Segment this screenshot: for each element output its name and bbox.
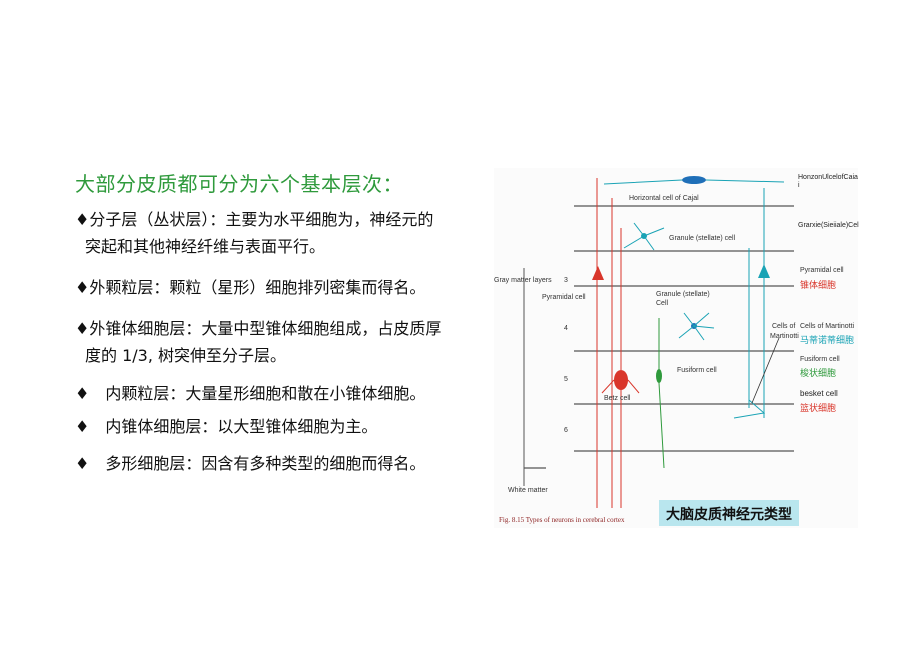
layer-item-text-cont: 突起和其他神经纤维与表面平行。 <box>85 237 326 256</box>
legend-basket: besket cell <box>800 389 838 398</box>
layer-item-external-granular: ♦外颗粒层：颗粒（星形）细胞排列密集而得名。 <box>75 274 425 301</box>
martinotti-axon <box>748 188 765 418</box>
layer-item-text: ♦ 内锥体细胞层：以大型锥体细胞为主。 <box>75 417 378 436</box>
horizontal-cell-body <box>682 176 706 184</box>
layer-item-text: ♦外锥体细胞层：大量中型锥体细胞组成，占皮质厚 <box>75 319 442 338</box>
label-gray-matter: Gray matter layers <box>494 277 552 284</box>
label-granule-mid-1: Granule (stellate) <box>656 291 710 298</box>
betz-cell-processes <box>601 228 640 508</box>
martinotti-processes <box>733 399 766 419</box>
layer-label-3: 3 <box>564 277 568 284</box>
granule-cell-processes <box>678 312 715 341</box>
page-title: 大部分皮质都可分为六个基本层次： <box>75 172 403 196</box>
label-pyramidal-left: Pyramidal cell <box>542 294 586 301</box>
side-note-1: HonzonUlcelofCaia i <box>798 174 858 190</box>
cortex-diagram: Horizontal cell of Cajal Granule (stella… <box>494 176 855 526</box>
fusiform-cell-processes <box>658 318 665 469</box>
layer-lines <box>524 205 794 469</box>
banner-title: 大脑皮质神经元类型 <box>666 506 792 523</box>
label-granule-mid-2: Cell <box>656 300 669 307</box>
layer-item-internal-pyramidal: ♦ 内锥体细胞层：以大型锥体细胞为主。 <box>75 413 377 440</box>
layer-item-text: ♦外颗粒层：颗粒（星形）细胞排列密集而得名。 <box>75 278 426 297</box>
side-note-1-line-b: i <box>798 182 800 189</box>
layer-label-4: 4 <box>564 325 568 332</box>
layer-item-external-pyramidal: ♦外锥体细胞层：大量中型锥体细胞组成，占皮质厚 度的 1/3, 树突伸至分子层。 <box>75 315 441 369</box>
pyramidal-cell-body <box>592 266 604 280</box>
pyramidal-dendrite <box>596 178 613 508</box>
side-note-2: Grarxie(Sieiiale)Cel <box>798 222 859 229</box>
legend-fusiform-cn: 梭状细胞 <box>800 367 836 379</box>
layer-item-text: ♦ 多形细胞层：因含有多种类型的细胞而得名。 <box>75 454 426 473</box>
side-note-1-line-a: HonzonUlcelofCaia <box>798 174 858 181</box>
legend-pyramidal: Pyramidal cell <box>800 267 844 274</box>
legend-fusiform: Fusiform cell <box>800 356 840 363</box>
legend-martinotti-cn: 马蒂诺蒂细胞 <box>800 334 854 346</box>
pointer-arrow <box>751 337 780 404</box>
label-betz: Betz cell <box>604 395 631 402</box>
layer-item-internal-granular: ♦ 内颗粒层：大量星形细胞和散在小锥体细胞。 <box>75 380 425 407</box>
layer-label-6: 6 <box>564 427 568 434</box>
layer-item-text: ♦ 内颗粒层：大量星形细胞和散在小锥体细胞。 <box>75 384 426 403</box>
layer-item-multiform: ♦ 多形细胞层：因含有多种类型的细胞而得名。 <box>75 450 425 477</box>
fusiform-cell-body <box>656 369 662 383</box>
martinotti-cell-body <box>758 264 770 278</box>
layer-label-5: 5 <box>564 376 568 383</box>
granule-cell-processes <box>623 222 665 251</box>
legend-martinotti: Cells of Martinotti <box>800 323 855 330</box>
neuron-types-figure: Horizontal cell of Cajal Granule (stella… <box>494 168 858 528</box>
legend-basket-cn: 篮状细胞 <box>800 402 836 414</box>
banner-box <box>659 500 799 526</box>
layer-item-text: ♦分子层（丛状层）：主要为水平细胞为，神经元的 <box>75 210 434 229</box>
layer-item-molecular: ♦分子层（丛状层）：主要为水平细胞为，神经元的 突起和其他神经纤维与表面平行。 <box>75 206 433 260</box>
horizontal-cell-axon <box>603 179 785 185</box>
betz-cell-body <box>614 370 628 390</box>
label-fusiform: Fusiform cell <box>677 367 717 374</box>
layer-item-text-cont: 度的 1/3, 树突伸至分子层。 <box>85 346 287 365</box>
legend-pyramidal-cn: 锥体细胞 <box>800 279 836 291</box>
label-martinotti-left-1: Cells of <box>772 323 795 330</box>
label-martinotti-left-2: Martinotti <box>770 333 799 340</box>
figure-caption: Fig. 8.15 Types of neurons in cerebral c… <box>499 516 625 524</box>
label-horizontal-cell: Horizontal cell of Cajal <box>629 195 699 202</box>
label-granule-top: Granule (stellate) cell <box>669 235 736 242</box>
label-white-matter: White matter <box>508 487 548 494</box>
